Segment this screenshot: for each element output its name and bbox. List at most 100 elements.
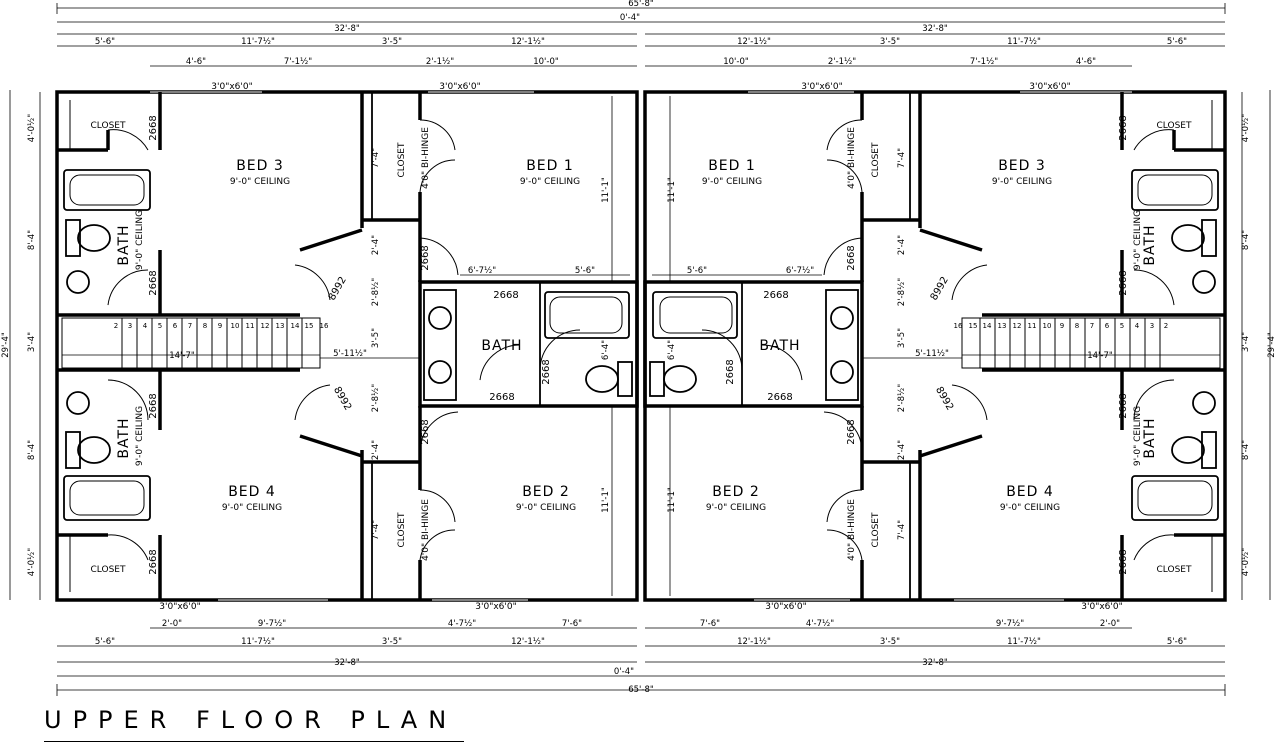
stair-step: 15 [969, 322, 978, 330]
dim: 11'-1" [667, 487, 677, 513]
room-bed-4: BED 4 [228, 484, 276, 500]
stair-step: 9 [218, 322, 222, 330]
door-code: 8992 [929, 275, 951, 303]
door-code: 2668 [148, 270, 159, 295]
stair-step: 7 [188, 322, 192, 330]
stair-step: 15 [305, 322, 314, 330]
stair-step: 11 [1028, 322, 1037, 330]
dim: 3'-5" [880, 37, 900, 47]
room-bath-center: BATH [481, 338, 522, 354]
window-label: 3'0"x6'0" [765, 602, 806, 612]
room-bath-top: BATH [116, 224, 132, 265]
room-bed-4: BED 4 [1006, 484, 1054, 500]
stair-step: 3 [128, 322, 132, 330]
sink [428, 306, 452, 330]
dim: 2'-8½" [371, 278, 381, 306]
sink [1192, 270, 1216, 294]
window-label: 3'0"x6'0" [801, 82, 842, 92]
bathtub [544, 291, 630, 339]
room-bed-3: BED 3 [998, 158, 1046, 174]
sink [428, 360, 452, 384]
stair-step: 8 [1075, 322, 1079, 330]
bihinge-top: 4'0" BI-HINGE [847, 127, 857, 189]
room-bath-bottom: BATH [116, 417, 132, 458]
half-width-bottom-right: 32'-8" [922, 658, 948, 668]
room-bed-3: BED 3 [236, 158, 284, 174]
dim: 2'-0" [1100, 619, 1120, 629]
unit-left: 2 3 4 5 6 7 8 9 10 11 12 13 14 15 16 [27, 37, 639, 647]
half-width-bottom-left: 32'-8" [334, 658, 360, 668]
dim: 9'-7½" [258, 619, 286, 629]
toilet [65, 219, 81, 257]
room-bath-center: BATH [759, 338, 800, 354]
dim: 10'-0" [723, 57, 749, 67]
doors [107, 119, 581, 561]
sink [830, 360, 854, 384]
stair-step: 13 [276, 322, 285, 330]
bathtub [652, 291, 738, 339]
dim: 2'-0" [162, 619, 182, 629]
dim: 3'-5" [880, 637, 900, 647]
door-code: 2668 [725, 359, 736, 384]
door-code: 2668 [493, 290, 518, 301]
stair-step: 12 [261, 322, 270, 330]
stair-step: 4 [1135, 322, 1140, 330]
dim: 2'-8½" [897, 278, 907, 306]
dim: 7'-4" [897, 520, 907, 540]
door-code: 2668 [846, 245, 857, 270]
dim: 4'-7½" [806, 619, 834, 629]
door-code: 2668 [1118, 115, 1129, 140]
dim: 12'-1½" [511, 37, 545, 47]
stair-step: 3 [1150, 322, 1154, 330]
stair-step: 9 [1060, 322, 1064, 330]
dim: 14'-7" [1087, 351, 1113, 361]
bathtub [63, 475, 151, 521]
dim: 3'-5" [382, 37, 402, 47]
room-bed-1: BED 1 [708, 158, 756, 174]
room-bed-2-ceiling: 9'-0" CEILING [516, 503, 576, 513]
sink [830, 306, 854, 330]
room-bath-bottom-ceiling: 9'-0" CEILING [1133, 406, 1143, 466]
dim: 11'-1" [601, 177, 611, 203]
fixtures [649, 169, 1219, 521]
closet-bottom: CLOSET [1157, 565, 1192, 575]
room-bed-3-ceiling: 9'-0" CEILING [992, 177, 1052, 187]
door-code: 2668 [148, 549, 159, 574]
room-bed-1-ceiling: 9'-0" CEILING [520, 177, 580, 187]
bathtub [1131, 475, 1219, 521]
dim: 8'-4" [27, 440, 37, 460]
room-bath-bottom-ceiling: 9'-0" CEILING [135, 406, 145, 466]
closet-inner-bottom: CLOSET [397, 512, 407, 547]
dim: 4'-0½" [27, 114, 37, 142]
dim: 7'-4" [897, 148, 907, 168]
dim: 5'-11½" [333, 349, 367, 359]
door-code: 2668 [148, 115, 159, 140]
party-wall-bottom: 0'-4" [614, 667, 634, 677]
closet-top: CLOSET [91, 121, 126, 131]
dim: 7'-1½" [970, 57, 998, 67]
room-bath-top-ceiling: 9'-0" CEILING [135, 210, 145, 270]
overall-depth-right: 29'-4" [1267, 332, 1277, 358]
dim: 12'-1½" [737, 37, 771, 47]
sink [66, 270, 90, 294]
door-code: 2668 [763, 290, 788, 301]
dim: 3'-5" [897, 328, 907, 348]
dim: 2'-1½" [426, 57, 454, 67]
dim: 6'-4" [601, 340, 611, 360]
dim: 6'-4" [667, 340, 677, 360]
toilet [649, 361, 665, 397]
dim: 5'-6" [1167, 637, 1187, 647]
dim: 4'-6" [1076, 57, 1096, 67]
room-bed-4-ceiling: 9'-0" CEILING [1000, 503, 1060, 513]
room-bath-top: BATH [1142, 224, 1158, 265]
room-bath-top-ceiling: 9'-0" CEILING [1133, 210, 1143, 270]
door-code: 2668 [541, 359, 552, 384]
title-underline [44, 741, 464, 742]
dim: 3'-5" [371, 328, 381, 348]
staircase: 2 3 4 5 6 7 8 9 10 11 12 13 14 15 16 [61, 317, 329, 369]
stair-step: 2 [1164, 322, 1168, 330]
dim: 10'-0" [533, 57, 559, 67]
dim: 5'-6" [575, 266, 595, 276]
dim: 12'-1½" [737, 637, 771, 647]
